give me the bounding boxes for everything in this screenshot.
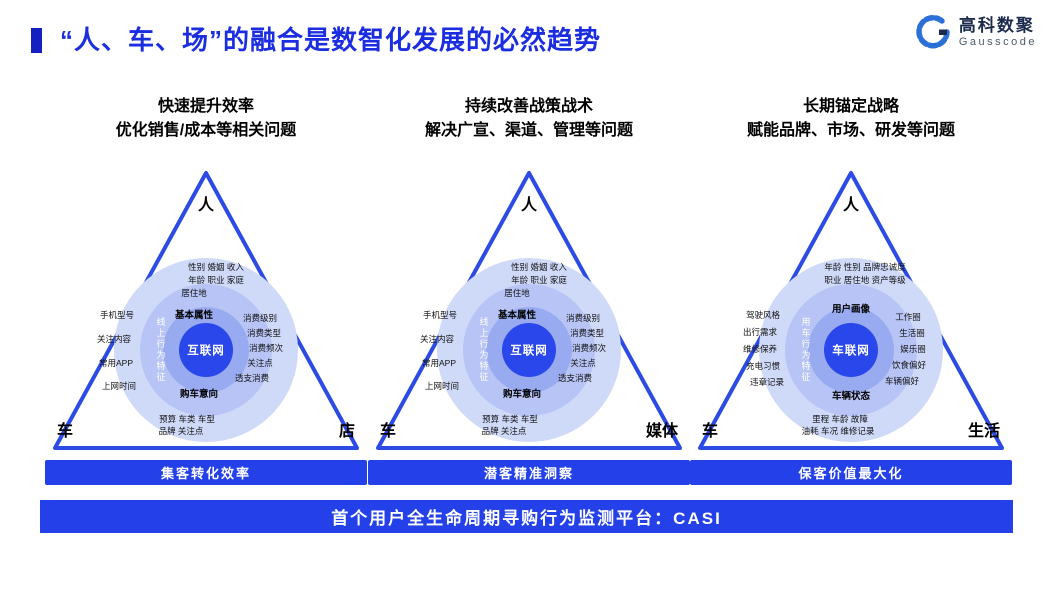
vertex-left-label: 车 — [380, 423, 397, 440]
diagram-label: 基本属性 — [174, 310, 214, 321]
vertex-top-label: 人 — [197, 197, 215, 214]
diagram-label: 年龄 职业 家庭 — [188, 275, 244, 285]
diagram-label: 驾驶风格 — [745, 310, 781, 320]
column-heading: 快速提升效率优化销售/成本等相关问题 — [45, 95, 367, 147]
diagram-label: 维修保养 — [742, 344, 778, 354]
vertex-left-label: 车 — [57, 423, 74, 440]
diagram-label: 性别 婚姻 收入 — [511, 262, 567, 272]
vertex-right-label: 生活 — [967, 423, 1000, 440]
diagram-label: 消费级别 — [242, 313, 278, 323]
gausscode-logo: 高科数聚 Gausscode — [915, 14, 1037, 50]
center-circle: 互联网 — [179, 323, 233, 377]
diagram-label: 关注内容 — [419, 334, 455, 344]
heading-line-2: 赋能品牌、市场、研发等问题 — [746, 122, 955, 139]
column-banner: 集客转化效率 — [45, 460, 367, 485]
heading-line-2: 优化销售/成本等相关问题 — [115, 122, 297, 139]
diagram-label: 出行需求 — [742, 327, 778, 337]
diagram-label: 品牌 关注点 — [158, 426, 204, 436]
bottom-banner: 首个用户全生命周期寻购行为监测平台：CASI — [40, 500, 1013, 533]
gausscode-logo-icon — [916, 14, 950, 49]
diagram-label: 预算 车类 车型 — [482, 414, 538, 424]
column-banner: 潜客精准洞察 — [368, 460, 690, 485]
heading-line-1: 长期锚定战略 — [802, 98, 899, 115]
heading-line-1: 快速提升效率 — [157, 98, 254, 115]
diagram-label: 品牌 关注点 — [481, 426, 527, 436]
diagram-label: 车辆状态 — [831, 391, 871, 402]
logo-text: 高科数聚 Gausscode — [959, 15, 1037, 50]
diagram-label: 年龄 职业 家庭 — [511, 275, 567, 285]
vertex-top-label: 人 — [520, 197, 538, 214]
vertical-label: 线上行为特征 — [155, 317, 166, 383]
page-title: “人、车、场”的融合是数智化发展的必然趋势 — [60, 25, 602, 55]
diagram-label: 预算 车类 车型 — [159, 414, 215, 424]
diagram-label: 工作圈 — [895, 312, 921, 322]
column-heading: 持续改善战策战术解决广宣、渠道、管理等问题 — [368, 95, 690, 147]
diagram-label: 透支消费 — [234, 373, 270, 383]
diagram-label: 娱乐圈 — [900, 344, 926, 354]
logo-name-en: Gausscode — [958, 35, 1037, 48]
diagram-label: 上网时间 — [424, 381, 460, 391]
diagram-label: 关注内容 — [96, 334, 132, 344]
diagram-label: 消费频次 — [571, 343, 607, 353]
diagram-label: 消费类型 — [246, 328, 282, 338]
triangle-diagram: 互联网 人车 店 线上行为特征 性别 婚姻 收入年龄 职业 家庭居住地手机型号关注内容常… — [45, 167, 367, 455]
diagram-label: 居住地 — [181, 288, 207, 298]
diagram-label: 车辆偏好 — [884, 376, 920, 386]
diagram-label: 年龄 性别 品牌忠诚度 — [824, 262, 906, 272]
heading-line-2: 解决广宣、渠道、管理等问题 — [424, 122, 633, 139]
column-banner: 保客价值最大化 — [690, 460, 1012, 485]
diagram-label: 居住地 — [504, 288, 530, 298]
column-3: 长期锚定战略赋能品牌、市场、研发等问题车联网 人车 生活 用车行为特征 年龄 性别 品牌… — [690, 95, 1012, 495]
diagram-label: 生活圈 — [899, 328, 925, 338]
column-2: 持续改善战策战术解决广宣、渠道、管理等问题互联网 人车 媒体 线上行为特征 性别 婚姻 … — [368, 95, 690, 495]
center-circle: 互联网 — [502, 323, 556, 377]
diagram-label: 充电习惯 — [745, 361, 781, 371]
vertex-right-label: 店 — [338, 423, 355, 440]
logo-name-cn: 高科数聚 — [958, 15, 1035, 35]
center-circle: 车联网 — [824, 323, 878, 377]
diagram-label: 消费频次 — [248, 343, 284, 353]
diagram-label: 购车意向 — [179, 389, 219, 400]
vertex-top-label: 人 — [842, 197, 860, 214]
triangle-diagram: 车联网 人车 生活 用车行为特征 年龄 性别 品牌忠诚度职业 居住地 资产等级用户画像驾… — [690, 167, 1012, 455]
diagram-label: 关注点 — [570, 358, 596, 368]
diagram-label: 上网时间 — [101, 381, 137, 391]
triangle-diagram: 互联网 人车 媒体 线上行为特征 性别 婚姻 收入年龄 职业 家庭居住地手机型号关注内容… — [368, 167, 690, 455]
diagram-label: 消费类型 — [569, 328, 605, 338]
diagram-label: 饮食偏好 — [891, 360, 927, 370]
bottom-banner-text: 首个用户全生命周期寻购行为监测平台：CASI — [331, 509, 722, 528]
vertical-label: 用车行为特征 — [800, 317, 811, 383]
vertex-left-label: 车 — [702, 423, 719, 440]
vertical-label: 线上行为特征 — [478, 317, 489, 383]
diagram-label: 基本属性 — [497, 310, 537, 321]
title-bullet — [31, 28, 42, 53]
diagram-label: 消费级别 — [565, 313, 601, 323]
diagram-label: 透支消费 — [557, 373, 593, 383]
diagram-label: 常用APP — [421, 358, 457, 368]
diagram-label: 购车意向 — [502, 389, 542, 400]
diagram-label: 职业 居住地 资产等级 — [824, 275, 906, 285]
vertex-right-label: 媒体 — [645, 423, 678, 440]
diagram-label: 关注点 — [247, 358, 273, 368]
diagram-label: 油耗 车况 维修记录 — [801, 426, 875, 436]
diagram-label: 用户画像 — [831, 304, 871, 315]
column-heading: 长期锚定战略赋能品牌、市场、研发等问题 — [690, 95, 1012, 147]
column-1: 快速提升效率优化销售/成本等相关问题互联网 人车 店 线上行为特征 性别 婚姻 收入年龄… — [45, 95, 367, 495]
diagram-label: 性别 婚姻 收入 — [188, 262, 244, 272]
diagram-label: 违章记录 — [749, 377, 785, 387]
diagram-label: 里程 车龄 故障 — [812, 414, 868, 424]
heading-line-1: 持续改善战策战术 — [464, 98, 593, 115]
diagram-label: 常用APP — [98, 358, 134, 368]
diagram-label: 手机型号 — [99, 310, 135, 320]
diagram-label: 手机型号 — [422, 310, 458, 320]
